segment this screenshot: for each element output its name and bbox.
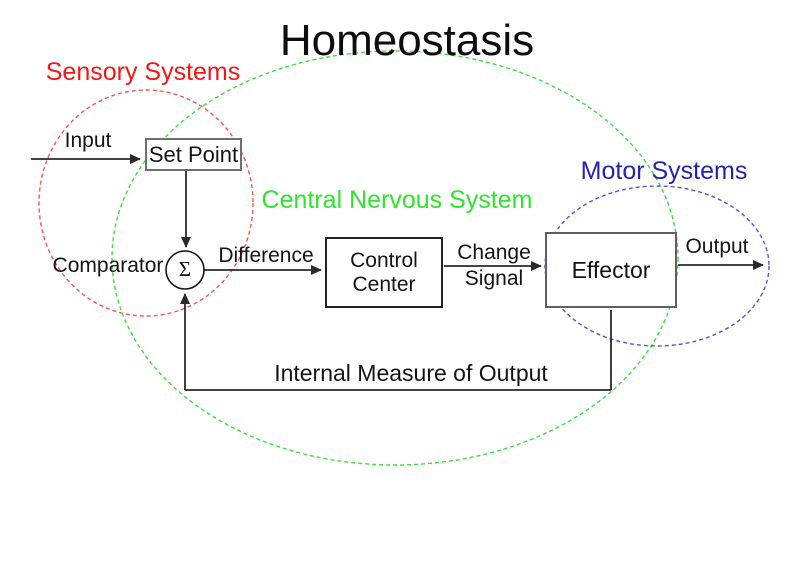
internal-measure-of-output-label: Internal Measure of Output <box>274 360 548 386</box>
input-signal-label: Input <box>64 129 112 152</box>
motor-systems-label: Motor Systems <box>580 157 748 185</box>
change-signal-line2: Signal <box>464 267 524 290</box>
central-nervous-system-ellipse <box>111 50 679 466</box>
change-signal-line1: Change <box>457 241 531 264</box>
page-title: Homeostasis <box>279 16 535 65</box>
set-point-label: Set Point <box>148 141 239 167</box>
sensory-systems-label: Sensory Systems <box>45 58 241 86</box>
sigma-symbol: Σ <box>178 257 192 281</box>
sensory-systems-ellipse <box>38 89 254 317</box>
central-nervous-system-label: Central Nervous System <box>261 186 533 214</box>
difference-signal-label: Difference <box>218 244 314 267</box>
comparator-label: Comparator <box>52 254 164 277</box>
comparator-circle <box>165 250 205 290</box>
control-center-box: Control Center <box>325 237 443 308</box>
effector-box: Effector <box>545 232 677 308</box>
control-center-line2: Center <box>352 272 416 296</box>
effector-label: Effector <box>571 256 651 283</box>
change-signal-label: Change Signal <box>457 240 531 292</box>
control-center-label: Control Center <box>350 249 418 297</box>
control-center-line1: Control <box>350 248 418 272</box>
set-point-box: Set Point <box>145 138 242 171</box>
output-signal-label: Output <box>685 235 749 258</box>
